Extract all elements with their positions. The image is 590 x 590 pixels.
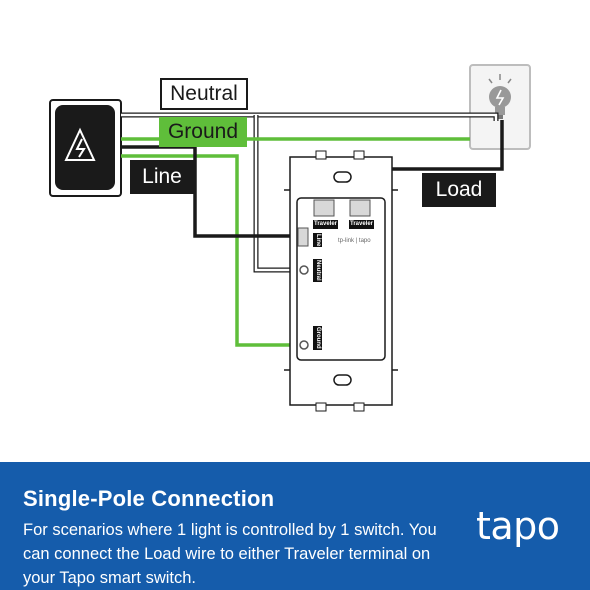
line-terminal: [297, 227, 309, 247]
footer-banner: Single-Pole Connection For scenarios whe…: [0, 462, 590, 590]
traveler-terminal-right: [349, 199, 371, 217]
load-label: Load: [422, 173, 496, 207]
ground-terminal-label: Ground: [313, 326, 322, 350]
wiring-diagram: Neutral Ground Line Load Traveler Travel…: [49, 64, 531, 412]
tapo-logo: tapo: [476, 504, 560, 548]
neutral-label: Neutral: [160, 78, 248, 110]
neutral-wire: [121, 112, 499, 273]
neutral-screw: [299, 265, 309, 275]
line-wire: [121, 145, 304, 238]
footer-title: Single-Pole Connection: [23, 486, 275, 511]
top-mounting-slot: [333, 171, 352, 183]
wiring-diagram-svg: [49, 64, 531, 412]
line-terminal-label: Line: [313, 233, 322, 248]
footer-description: For scenarios where 1 light is controlle…: [23, 521, 437, 587]
bottom-mounting-slot: [333, 374, 352, 386]
ground-label: Ground: [159, 117, 247, 147]
traveler-terminal-left-label: Traveler: [313, 220, 339, 229]
high-voltage-warning-icon: [64, 127, 96, 161]
light-bulb-icon: [488, 74, 512, 119]
neutral-terminal-label: Neutral: [313, 259, 322, 282]
smart-switch: [284, 150, 398, 412]
switch-brand-label: tp-link | tapo: [338, 238, 371, 244]
power-source-panel: [55, 105, 115, 190]
line-label: Line: [130, 160, 194, 194]
traveler-terminal-right-label: Traveler: [349, 220, 375, 229]
ground-screw: [299, 340, 309, 350]
traveler-terminal-left: [313, 199, 335, 217]
